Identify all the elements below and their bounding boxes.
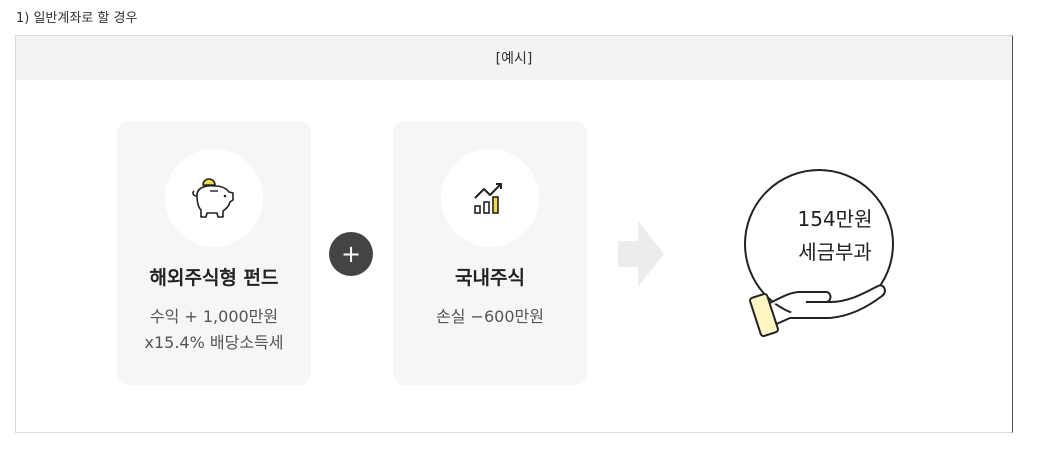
example-header: [예시]	[16, 36, 1012, 80]
card-title: 국내주식	[455, 267, 525, 289]
section-title: 1) 일반계좌로 할 경우	[16, 11, 138, 26]
domestic-stock-card: 국내주식 손실 −600만원	[393, 121, 587, 385]
piggy-bank-icon	[192, 178, 234, 218]
result-caption: 세금부과	[798, 240, 872, 264]
arrow-right-icon	[618, 221, 664, 287]
chart-icon-circle	[441, 149, 539, 247]
result-amount: 154만원	[797, 207, 873, 231]
card-desc-line: 수익 + 1,000만원	[149, 307, 279, 326]
card-desc-line: x15.4% 배당소득세	[144, 333, 284, 352]
overseas-fund-card: 해외주식형 펀드 수익 + 1,000만원 x15.4% 배당소득세	[117, 121, 311, 385]
card-desc-line: 손실 −600만원	[436, 307, 544, 326]
piggy-bank-icon-circle	[165, 149, 263, 247]
hand-holding-coin-icon	[744, 169, 894, 338]
result-label: 154만원 세금부과	[770, 203, 900, 269]
plus-icon: +	[329, 232, 373, 276]
card-title: 해외주식형 펀드	[149, 267, 279, 289]
rising-chart-icon	[474, 183, 502, 214]
example-frame: [예시] 해외주식형 펀드 수익 + 1,000만원 x15.4% 배당소득세 …	[15, 35, 1013, 433]
